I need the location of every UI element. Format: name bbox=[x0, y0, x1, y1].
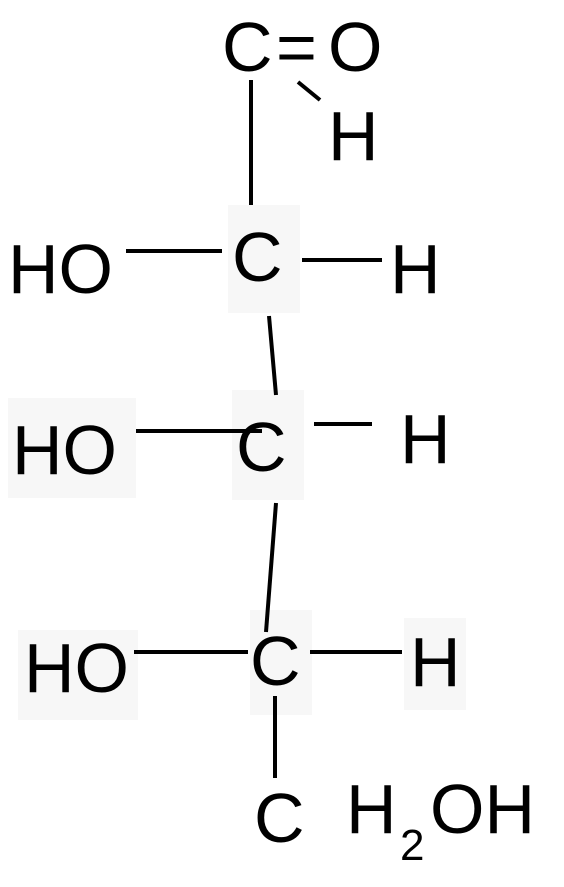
row3-hydrogen: H bbox=[410, 623, 461, 701]
row2-hydroxyl: HO bbox=[12, 411, 117, 489]
bottom-carbon: C bbox=[254, 779, 305, 857]
row3-carbon: C bbox=[250, 622, 301, 700]
aldehyde-oxygen: O bbox=[328, 8, 382, 86]
row2-carbon: C bbox=[236, 408, 287, 486]
row3-hydroxyl: HO bbox=[24, 629, 129, 707]
bottom-group-oh: OH bbox=[430, 770, 535, 848]
aldehyde-double-bond: = bbox=[276, 8, 317, 86]
row1-hydroxyl: HO bbox=[8, 230, 113, 308]
label-background bbox=[232, 390, 304, 500]
aldehyde-hydrogen: H bbox=[328, 97, 379, 175]
bottom-group-subscript: 2 bbox=[400, 821, 424, 870]
label-background bbox=[8, 398, 136, 498]
aldehyde-carbon: C bbox=[222, 8, 273, 86]
label-background bbox=[404, 618, 466, 710]
row1-carbon: C bbox=[232, 218, 283, 296]
label-background bbox=[18, 630, 138, 720]
bottom-group-h: H bbox=[346, 770, 397, 848]
label-background bbox=[250, 610, 312, 715]
row1-hydrogen: H bbox=[390, 230, 441, 308]
label-background bbox=[228, 205, 300, 313]
backbone-bond-3 bbox=[264, 502, 278, 633]
backbone-bond-2 bbox=[267, 315, 278, 396]
aldehyde-h-bond bbox=[296, 80, 322, 102]
row2-hydrogen: H bbox=[400, 400, 451, 478]
